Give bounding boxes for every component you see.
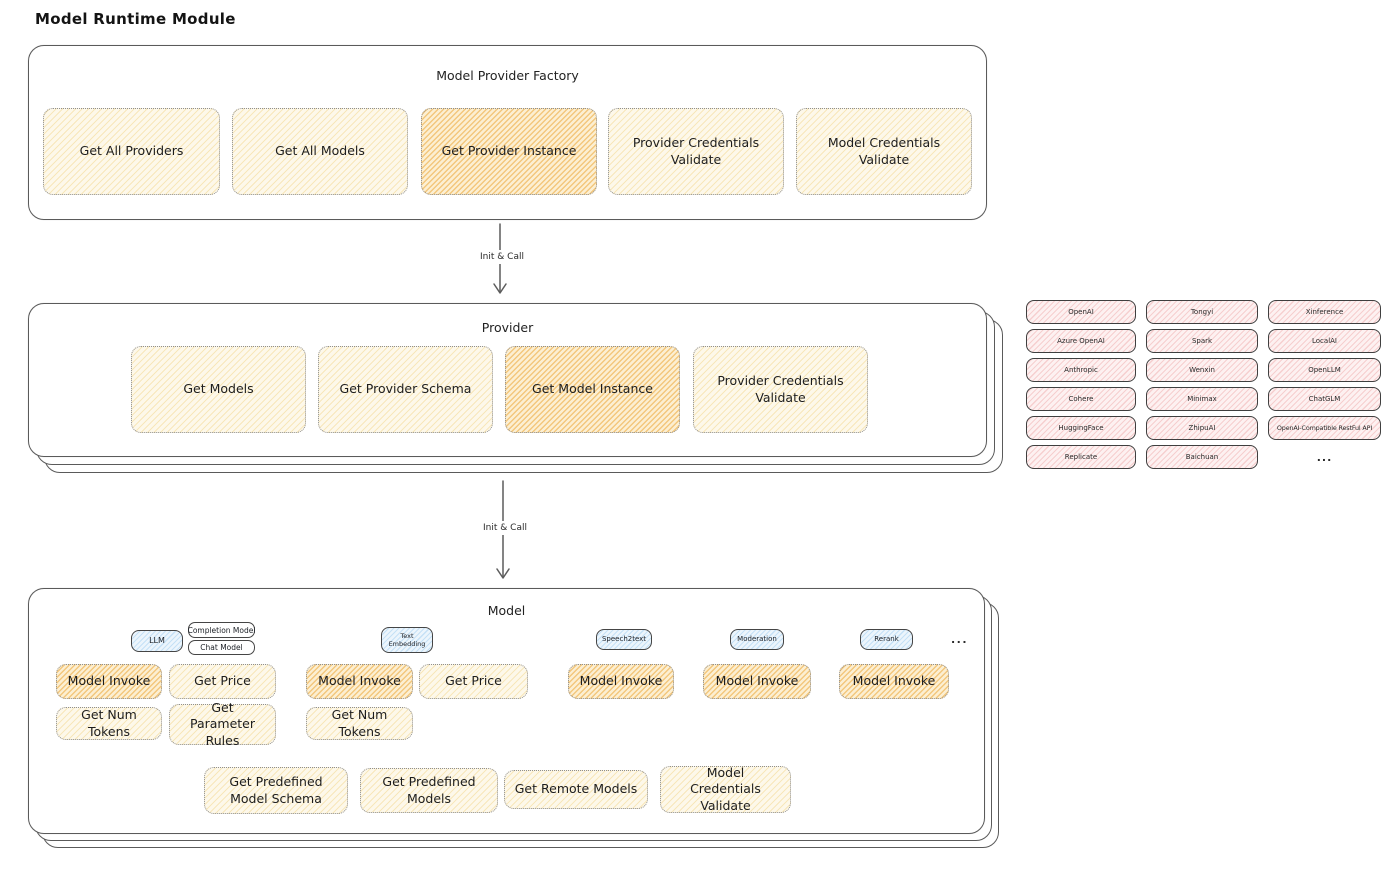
op-get-all-providers: Get All Providers	[43, 108, 220, 195]
arrow-label-init-call-2: Init & Call	[458, 521, 552, 535]
model-type-moderation: Moderation	[730, 629, 784, 650]
model-type-rerank: Rerank	[860, 629, 913, 650]
op-model-credentials-validate: Model Credentials Validate	[796, 108, 972, 195]
provider-chip-spark: Spark	[1146, 329, 1258, 353]
provider-chip-tongyi: Tongyi	[1146, 300, 1258, 324]
op-get-provider-schema: Get Provider Schema	[318, 346, 493, 433]
provider-chip-openai: OpenAI	[1026, 300, 1136, 324]
model-type-chat-model: Chat Model	[188, 640, 255, 655]
model-type-llm: LLM	[131, 630, 183, 652]
op-get-models: Get Models	[131, 346, 306, 433]
op-llm-get-price: Get Price	[169, 664, 276, 699]
provider-chip-chatglm: ChatGLM	[1268, 387, 1381, 411]
op-get-model-instance: Get Model Instance	[505, 346, 680, 433]
op-get-predefined-models: Get Predefined Models	[360, 768, 498, 813]
op-get-predefined-model-schema: Get Predefined Model Schema	[204, 767, 348, 814]
model-type-completion-model: Completion Model	[188, 622, 255, 638]
provider-chip-openllm: OpenLLM	[1268, 358, 1381, 382]
page-title: Model Runtime Module	[35, 10, 236, 28]
op-te-get-num-tokens: Get Num Tokens	[306, 707, 413, 740]
model-container: Model LLM Completion Model Chat Model Te…	[28, 588, 985, 834]
model-type-text-embedding: Text Embedding	[381, 627, 433, 653]
provider-chip-minimax: Minimax	[1146, 387, 1258, 411]
provider-container: Provider Get Models Get Provider Schema …	[28, 303, 987, 457]
factory-container: Model Provider Factory Get All Providers…	[28, 45, 987, 220]
op-get-all-models: Get All Models	[232, 108, 408, 195]
op-model-credentials-validate-2: Model Credentials Validate	[660, 765, 791, 813]
op-te-model-invoke: Model Invoke	[306, 664, 413, 699]
op-te-get-price: Get Price	[419, 664, 528, 699]
op-get-provider-instance: Get Provider Instance	[421, 108, 597, 195]
provider-chip-anthropic: Anthropic	[1026, 358, 1136, 382]
op-rerank-model-invoke: Model Invoke	[839, 664, 949, 699]
provider-chip-cohere: Cohere	[1026, 387, 1136, 411]
op-get-remote-models: Get Remote Models	[504, 770, 648, 809]
provider-chip-wenxin: Wenxin	[1146, 358, 1258, 382]
provider-chip-baichuan: Baichuan	[1146, 445, 1258, 469]
op-llm-get-parameter-rules: Get Parameter Rules	[169, 700, 276, 748]
provider-chip-openai-compatible-restful-api: OpenAI-Compatible RestFul API	[1268, 416, 1381, 440]
op-moderation-model-invoke: Model Invoke	[703, 664, 811, 699]
model-type-speech2text: Speech2text	[596, 629, 652, 650]
op-llm-get-num-tokens: Get Num Tokens	[56, 707, 162, 740]
op-llm-model-invoke: Model Invoke	[56, 664, 162, 699]
provider-title: Provider	[481, 320, 534, 335]
op-provider-credentials-validate-2: Provider Credentials Validate	[693, 346, 868, 433]
op-provider-credentials-validate: Provider Credentials Validate	[608, 108, 784, 195]
provider-chip-localai: LocalAI	[1268, 329, 1381, 353]
provider-chip-huggingface: HuggingFace	[1026, 416, 1136, 440]
op-s2t-model-invoke: Model Invoke	[568, 664, 674, 699]
factory-title: Model Provider Factory	[436, 68, 579, 83]
model-types-ellipsis: ...	[951, 633, 969, 646]
arrow-label-init-call-1: Init & Call	[455, 250, 549, 264]
provider-chip-xinference: Xinference	[1268, 300, 1381, 324]
provider-chip-zhipuai: ZhipuAI	[1146, 416, 1258, 440]
provider-chip-replicate: Replicate	[1026, 445, 1136, 469]
provider-chip-azure-openai: Azure OpenAI	[1026, 329, 1136, 353]
model-title: Model	[487, 603, 526, 618]
provider-grid-ellipsis: ...	[1316, 450, 1333, 464]
